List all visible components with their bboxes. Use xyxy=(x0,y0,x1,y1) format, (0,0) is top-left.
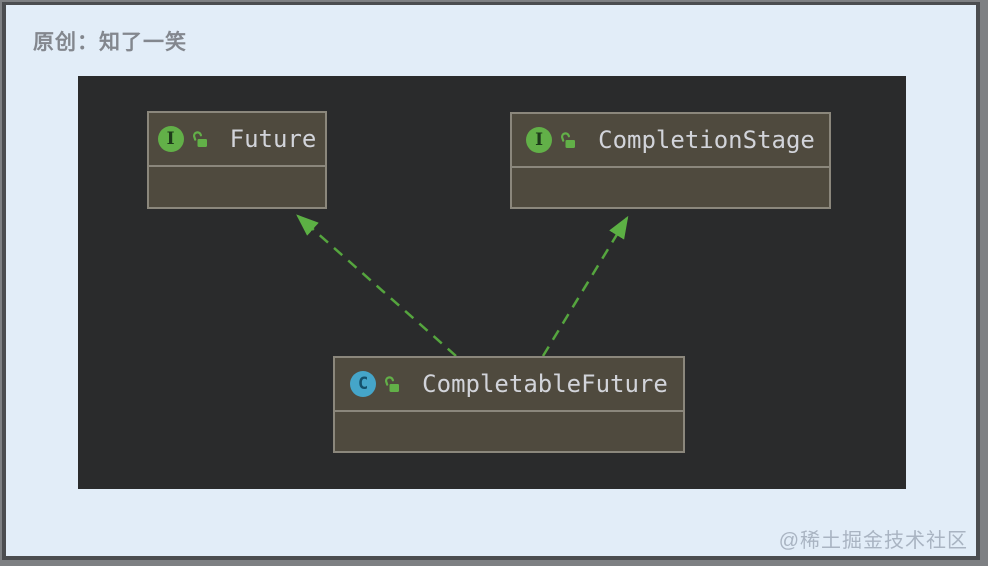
uml-diagram-panel: I Future I xyxy=(78,76,906,489)
node-members-section xyxy=(512,168,829,261)
node-header: C CompletableFuture xyxy=(335,358,683,412)
node-label: CompletionStage xyxy=(598,126,815,154)
uml-node-completablefuture: C CompletableFuture xyxy=(333,356,685,453)
interface-icon: I xyxy=(526,127,553,153)
node-header: I CompletionStage xyxy=(512,114,829,168)
node-members-section xyxy=(149,167,325,261)
node-label: CompletableFuture xyxy=(422,370,668,398)
edge-completablefuture-to-completionstage xyxy=(541,215,629,357)
public-lock-open-icon xyxy=(385,375,400,392)
public-lock-open-icon xyxy=(561,131,576,148)
node-header: I Future xyxy=(149,113,325,167)
edge-completablefuture-to-future xyxy=(296,214,457,357)
node-label: Future xyxy=(229,125,317,153)
public-lock-open-icon xyxy=(192,130,207,147)
class-icon: C xyxy=(350,371,377,397)
juejin-watermark: @稀土掘金技术社区 xyxy=(778,530,968,552)
article-image-background: 原创：知了一笑 I xyxy=(6,5,976,556)
interface-icon: I xyxy=(157,126,184,152)
uml-node-future: I Future xyxy=(147,111,327,209)
attribution-text: 原创：知了一笑 xyxy=(33,31,187,54)
implements-arrows xyxy=(296,214,629,357)
uml-node-completionstage: I CompletionStage xyxy=(510,112,831,209)
node-members-section xyxy=(335,412,683,505)
